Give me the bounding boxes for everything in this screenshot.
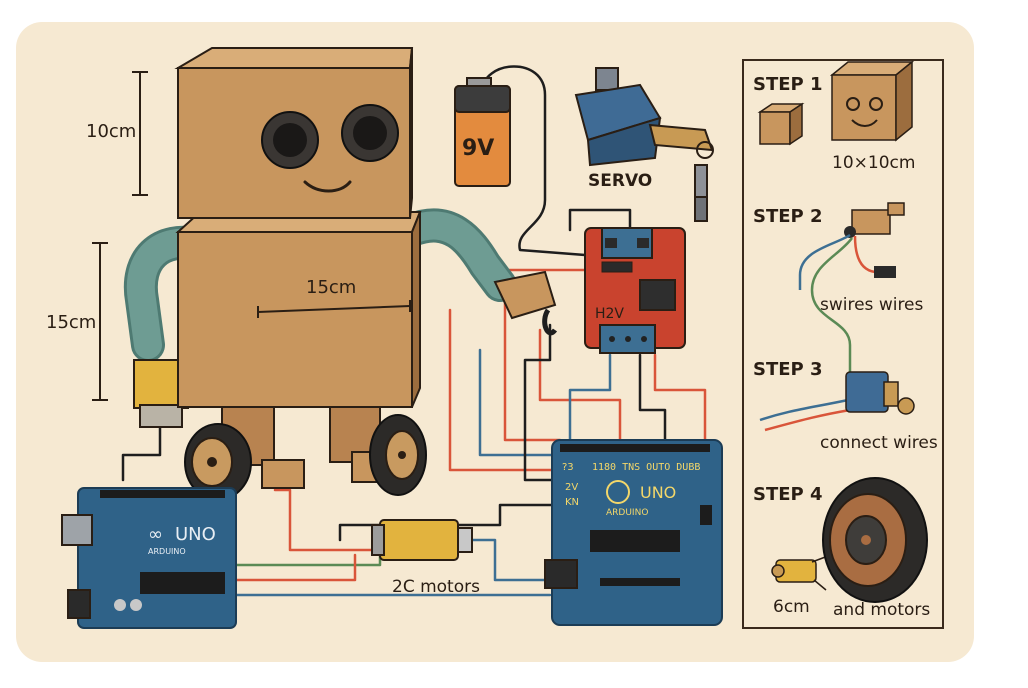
step-3-title: STEP 3 xyxy=(753,359,823,380)
left-arduino-brand: UNO xyxy=(175,524,216,545)
servo: SERVO xyxy=(574,67,714,222)
arduino-right: 1180 TNS OUTO DUBB ?3 2V KN UNO ARDUINO xyxy=(544,439,723,626)
wire-blue-2 xyxy=(568,353,612,447)
right-eye xyxy=(341,104,399,162)
left-arduino-sub: ARDUINO xyxy=(148,547,186,556)
step-1-head-box xyxy=(829,60,915,142)
step-4-caption: and motors xyxy=(833,600,930,620)
left-wheel xyxy=(184,423,252,501)
step-2-caption: swires wires xyxy=(820,295,924,315)
left-arduino-logo: ∞ xyxy=(148,524,163,545)
right-arduino-pin-c: KN xyxy=(565,497,579,508)
step-3-caption: connect wires xyxy=(820,433,938,453)
wire-motor-down xyxy=(338,503,562,542)
step-4-motor xyxy=(771,552,837,591)
step-1-caption: 10×10cm xyxy=(832,153,915,173)
driver-label: H2V xyxy=(595,306,624,322)
step-4-title: STEP 4 xyxy=(753,484,823,505)
motors-label: 2C motors xyxy=(392,577,480,597)
battery-label: 9V xyxy=(462,136,494,161)
left-eye xyxy=(261,111,319,169)
right-gripper xyxy=(493,270,557,320)
wire-gripper xyxy=(121,423,162,482)
step-4-wheel xyxy=(822,477,928,603)
servo-label: SERVO xyxy=(588,171,652,191)
step-1-small-box xyxy=(757,102,805,146)
steps-panel: STEP 1 10×10cm STEP 2 swires wire xyxy=(742,59,944,629)
wiring xyxy=(121,65,707,622)
wire-red-3 xyxy=(503,268,587,442)
wire-dark-2 xyxy=(638,353,667,447)
height-label: 10cm xyxy=(86,121,136,142)
height-dimension xyxy=(132,71,148,196)
wire-motor-left xyxy=(273,488,382,552)
right-arduino-pin-b: 2V xyxy=(565,482,578,493)
arduino-left: UNO ARDUINO ∞ xyxy=(61,487,237,629)
right-arduino-brand: UNO xyxy=(640,483,676,502)
right-arduino-sub: ARDUINO xyxy=(606,508,648,518)
right-wheel xyxy=(369,414,427,496)
mouth xyxy=(303,180,352,193)
step-4-small-caption: 6cm xyxy=(773,597,810,617)
wire-blue-1 xyxy=(478,348,557,457)
robot: 15cm xyxy=(123,47,558,501)
step-1-title: STEP 1 xyxy=(753,74,823,95)
wire-red-1 xyxy=(448,308,557,472)
wire-motor-right xyxy=(463,538,557,582)
dc-motor xyxy=(371,519,473,561)
motor-driver: H2V xyxy=(584,227,686,354)
wire-dark-1 xyxy=(523,323,557,482)
wire-battery-black xyxy=(480,65,587,257)
torso-height-label: 15cm xyxy=(46,312,96,333)
wire-left-arduino-red xyxy=(230,553,357,582)
wire-driver-top xyxy=(568,208,632,232)
torso-width-label: 15cm xyxy=(306,277,356,298)
torso-height-dimension xyxy=(92,242,108,401)
step-2-servo-wires xyxy=(798,202,905,375)
wire-red-2 xyxy=(538,328,622,447)
right-arduino-pins: 1180 TNS OUTO DUBB xyxy=(592,462,700,473)
step-3-motor-wires xyxy=(759,371,915,432)
right-arduino-pin-a: ?3 xyxy=(562,462,574,473)
torso xyxy=(177,231,413,408)
step-2-title: STEP 2 xyxy=(753,206,823,227)
battery: 9V xyxy=(454,77,511,187)
